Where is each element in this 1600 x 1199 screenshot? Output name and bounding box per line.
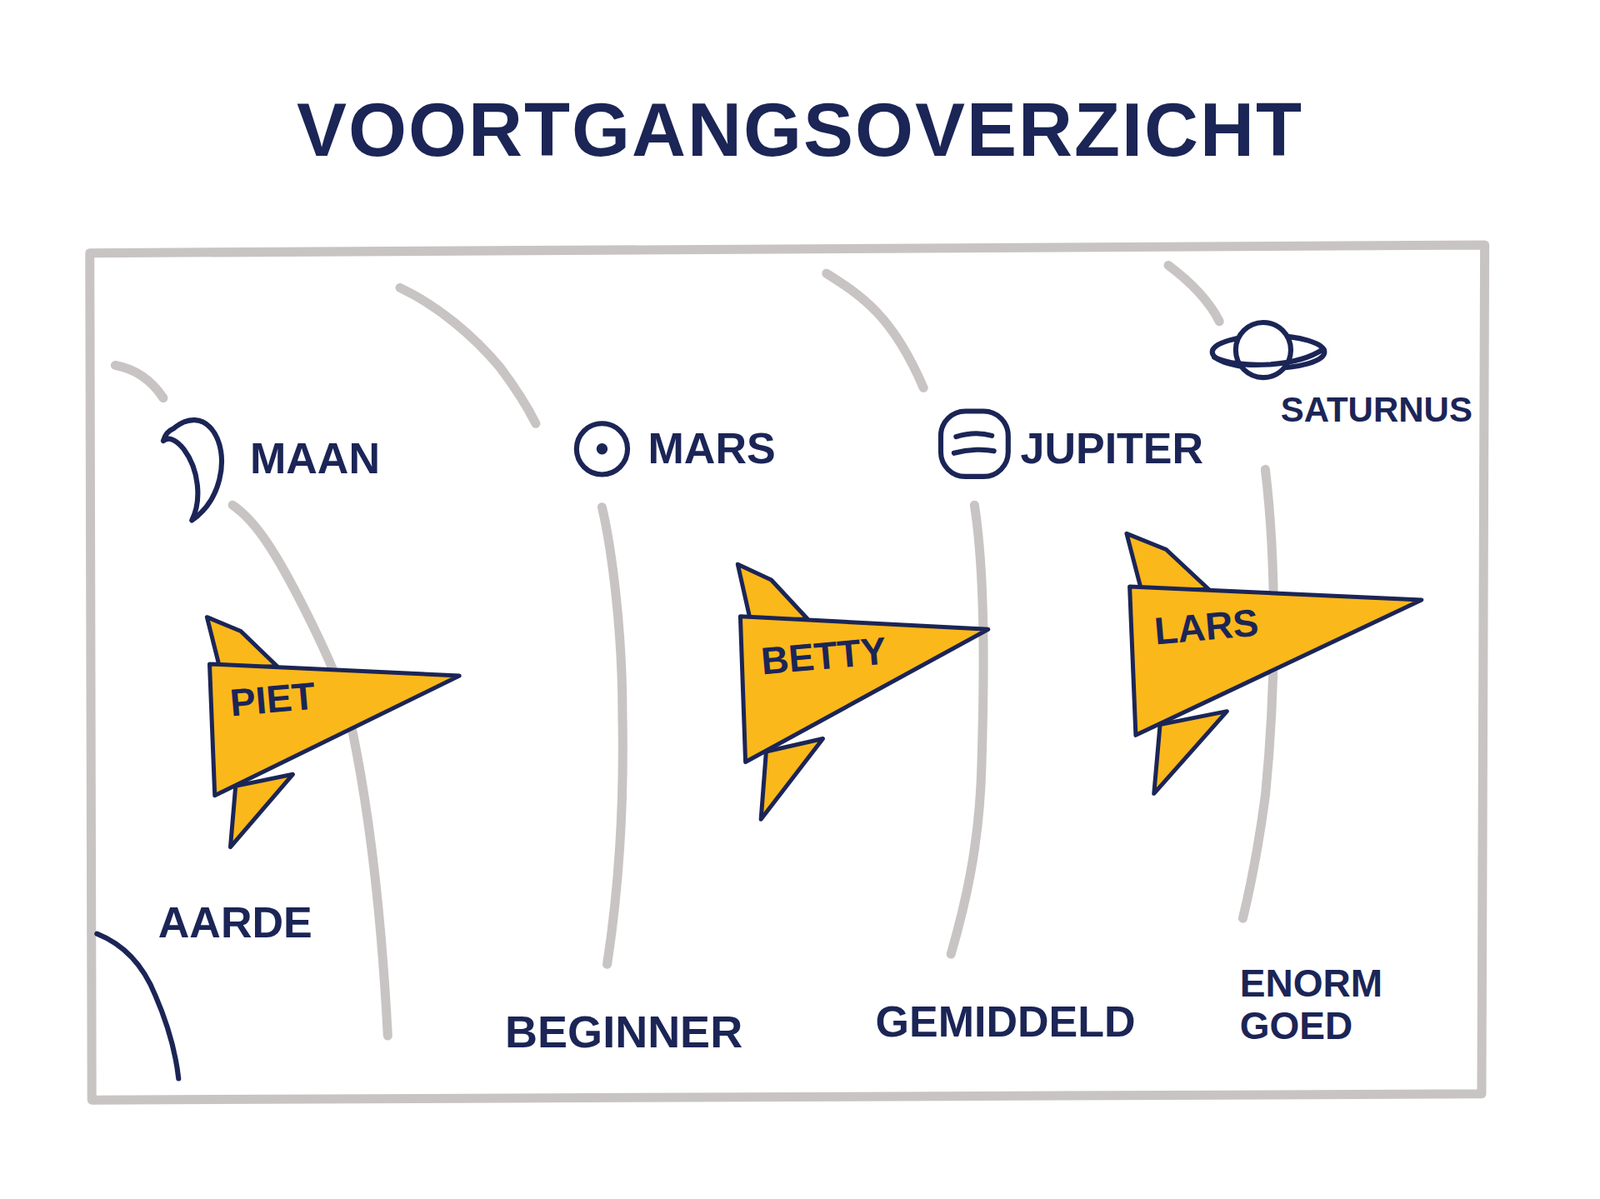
planet-label: JUPITER	[1020, 425, 1204, 473]
mars-icon	[576, 423, 628, 475]
orbit-line	[1242, 469, 1274, 919]
rocket-name: PIET	[228, 673, 318, 726]
level-label: GEMIDDELD	[875, 998, 1136, 1046]
rocket-node: BETTY	[730, 559, 989, 820]
orbit-line	[115, 365, 164, 398]
rocket-fin	[206, 616, 277, 669]
orbit-line	[1168, 265, 1220, 321]
jupiter-band	[954, 433, 995, 453]
orbit-line	[400, 287, 536, 424]
level-label: ENORM GOED	[1240, 963, 1399, 1048]
rocket-node: PIET	[199, 612, 460, 848]
rocket-shape	[1117, 528, 1422, 794]
rocket-body	[740, 616, 988, 763]
planet-label: SATURNUS	[1280, 390, 1473, 430]
rocket-name: LARS	[1151, 600, 1260, 655]
mars-icon-dot	[599, 445, 605, 452]
rocket-fin	[737, 564, 808, 622]
rocket-node: LARS	[1117, 528, 1422, 794]
jupiter-icon	[940, 411, 1009, 477]
frame	[90, 245, 1485, 1100]
rocket-body	[1129, 586, 1421, 735]
orbit-line	[601, 507, 623, 965]
saturn-icon	[1235, 322, 1291, 378]
earth-arc	[96, 934, 179, 1080]
rocket-fin	[1126, 534, 1210, 593]
planet-label: AARDE	[158, 900, 313, 948]
orbit-line	[950, 505, 984, 955]
rocket-shape	[730, 559, 989, 820]
planet-label: MAAN	[250, 435, 380, 483]
rocket-shape	[199, 612, 460, 848]
level-label: BEGINNER	[505, 1007, 743, 1057]
moon-icon	[163, 420, 222, 521]
saturn-ring-front	[1214, 349, 1324, 365]
page-title: VOORTGANGSOVERZICHT	[0, 87, 1600, 174]
rocket-body	[209, 664, 460, 796]
orbit-line	[826, 273, 924, 388]
planet-label: MARS	[648, 425, 776, 473]
